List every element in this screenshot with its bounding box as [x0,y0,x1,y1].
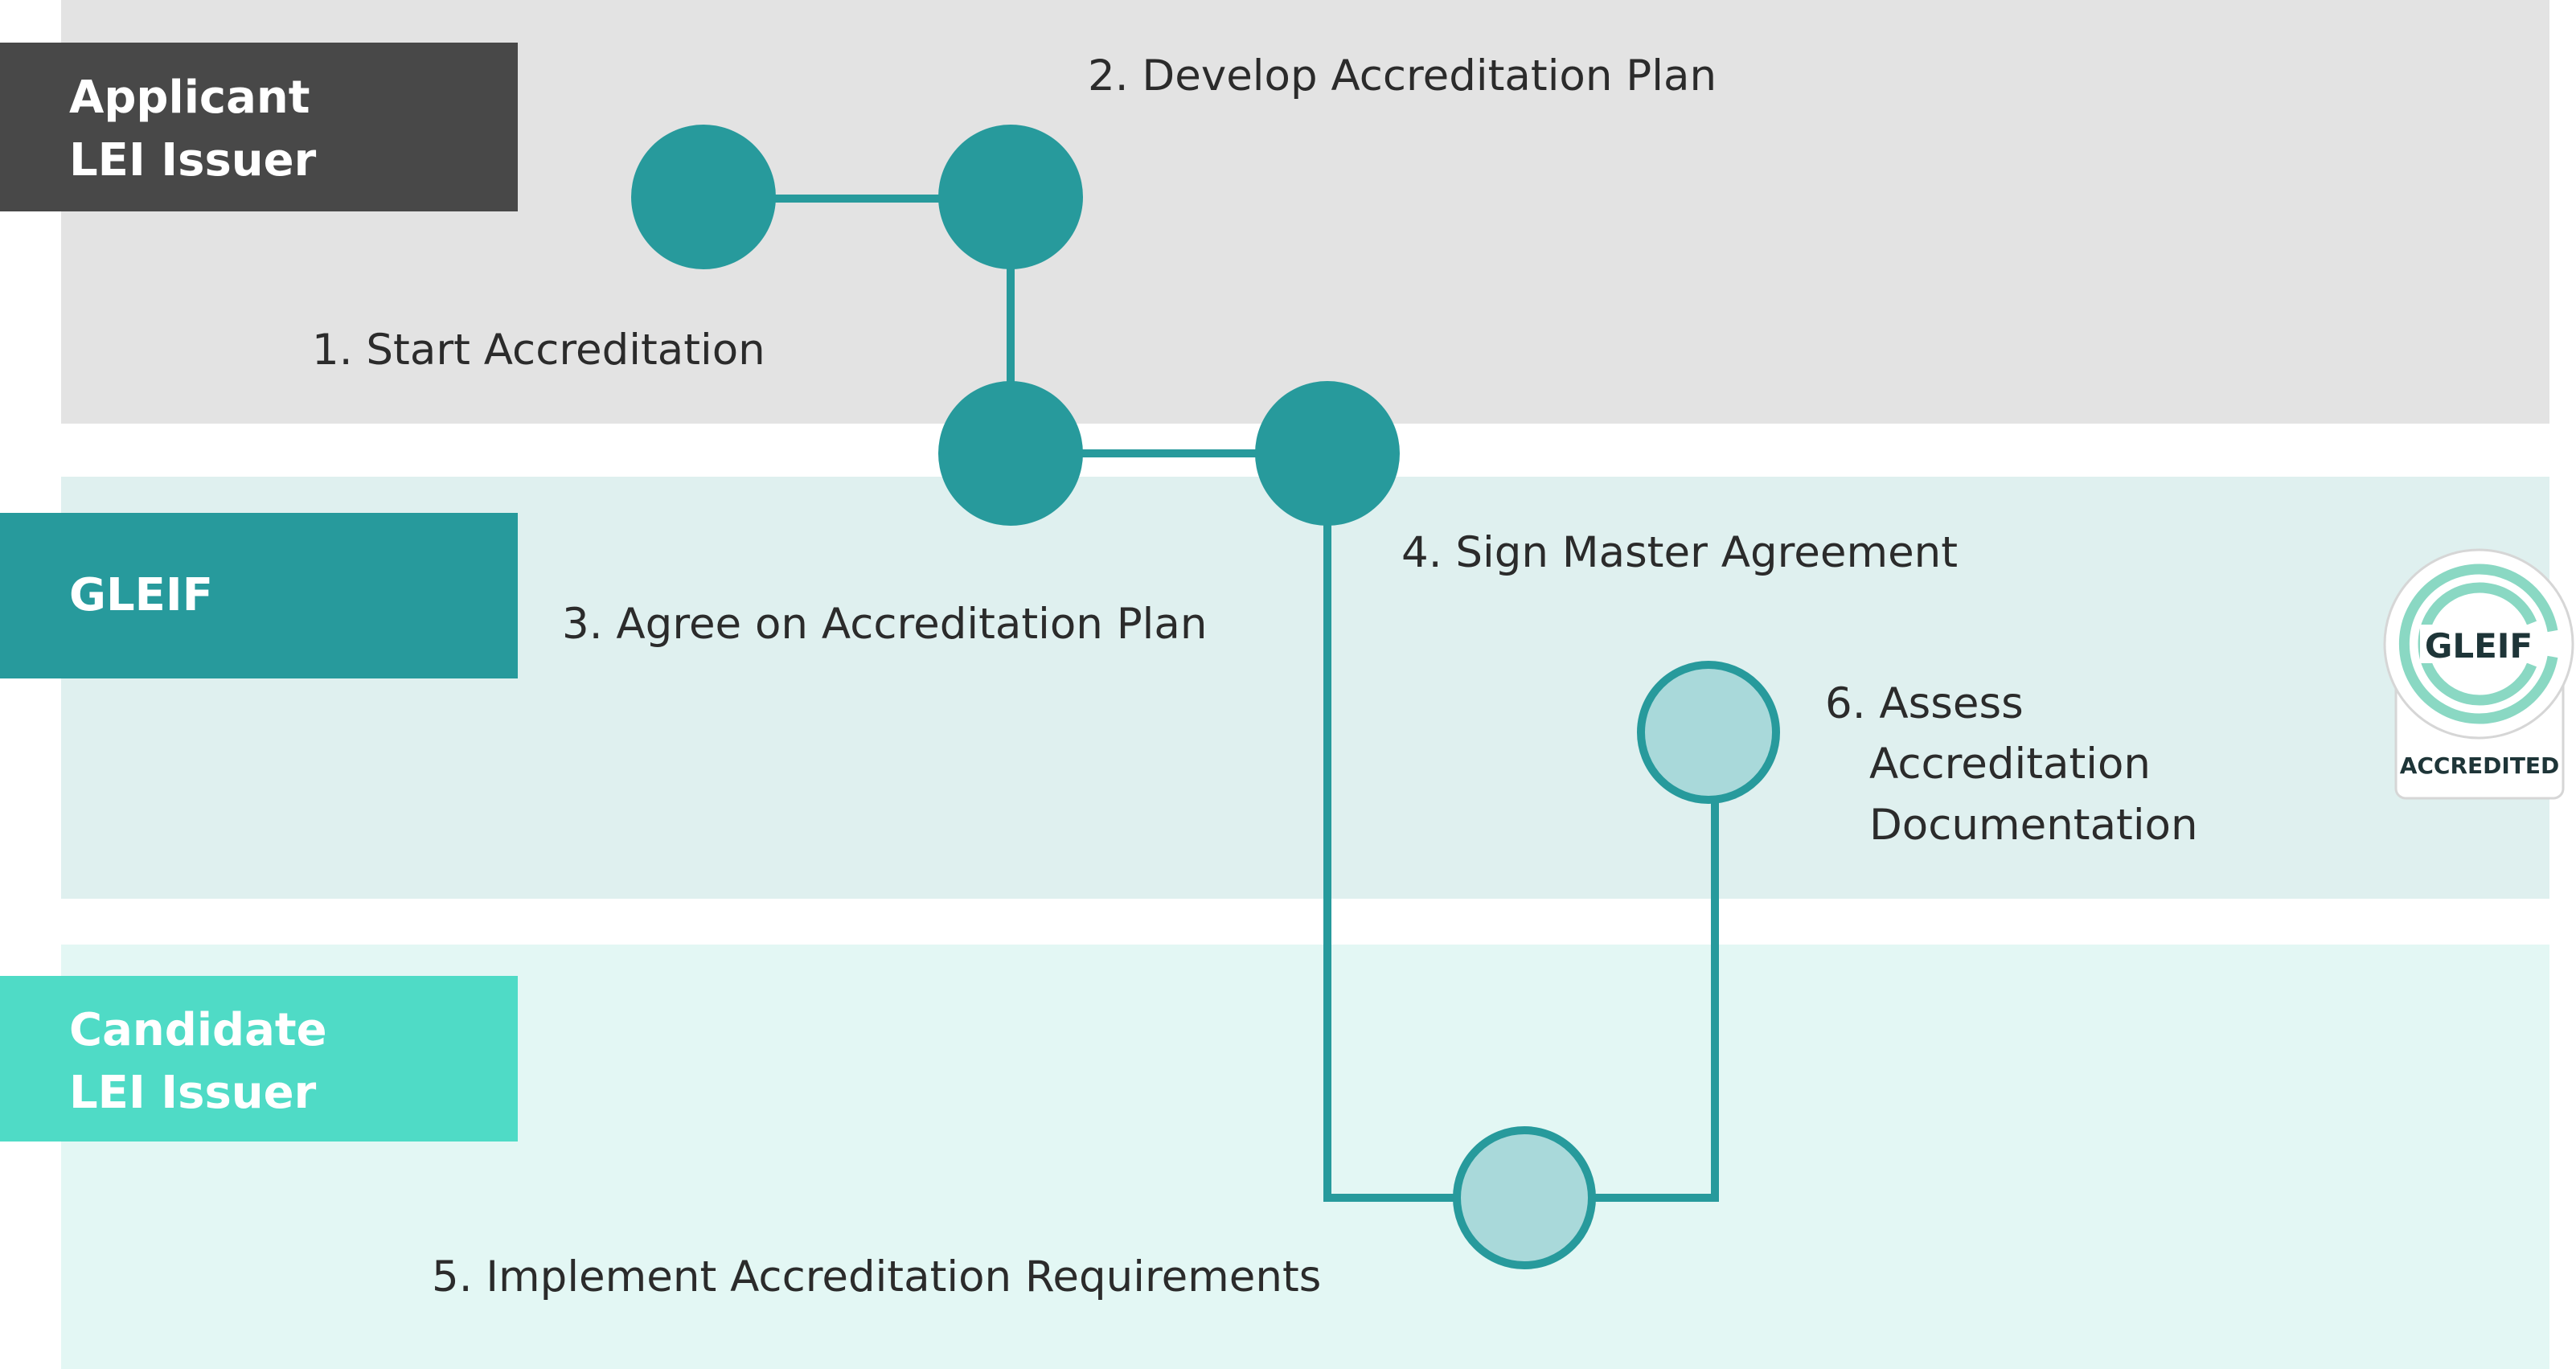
step-node-3 [938,381,1083,526]
step-node-2 [938,125,1083,269]
lane-label-text: Applicant [69,72,310,124]
step-node-1 [631,125,776,269]
step-node-4 [1255,381,1400,526]
lane-label-text: LEI Issuer [69,134,317,186]
lane-label-applicant: Applicant LEI Issuer [0,43,518,211]
badge-status: ACCREDITED [2400,752,2560,779]
badge-brand: GLEIF [2425,626,2533,666]
lane-label-text: Candidate [69,1004,327,1056]
step-label-6: Documentation [1869,801,2198,850]
lane-label-text: LEI Issuer [69,1067,317,1119]
step-node-5 [1453,1126,1596,1269]
lane-label-candidate: Candidate LEI Issuer [0,976,518,1142]
step-label-2: 2. Develop Accreditation Plan [1088,51,1717,100]
step-label-6: Accreditation [1869,740,2151,789]
step-label-4: 4. Sign Master Agreement [1401,528,1958,577]
step-node-6 [1637,661,1780,804]
step-label-1: 1. Start Accreditation [312,326,765,375]
step-label-5: 5. Implement Accreditation Requirements [432,1252,1321,1301]
step-label-6: 6. Assess [1825,679,2024,728]
lane-label-gleif: GLEIF [0,513,518,678]
step-label-3: 3. Agree on Accreditation Plan [562,600,1207,649]
gleif-accredited-badge: GLEIF ACCREDITED [2383,548,2574,800]
lane-label-text: GLEIF [69,569,213,621]
